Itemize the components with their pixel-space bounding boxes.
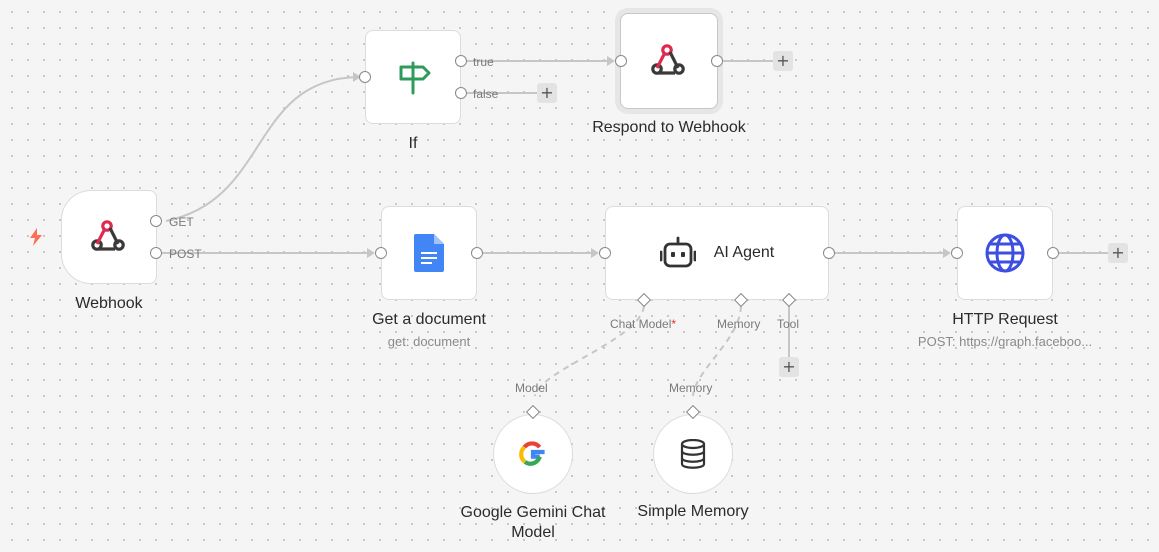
google-icon xyxy=(519,441,545,466)
if-node-title: If xyxy=(408,135,418,152)
respond-add-button[interactable]: + xyxy=(773,51,793,71)
http-request-input[interactable] xyxy=(951,247,963,259)
ai-agent-input[interactable] xyxy=(599,247,611,259)
ai-agent-memory-label: Memory xyxy=(717,317,761,331)
respond-input[interactable] xyxy=(615,55,627,67)
if-output-true[interactable] xyxy=(455,55,467,67)
webhook-node-title: Webhook xyxy=(75,295,143,312)
webhook-output-post[interactable] xyxy=(150,247,162,259)
http-request-node[interactable] xyxy=(957,206,1053,300)
respond-to-webhook-node[interactable] xyxy=(620,13,718,109)
ai-agent-tool-add-button[interactable]: + xyxy=(779,357,799,377)
respond-node-title: Respond to Webhook xyxy=(592,119,746,136)
if-output-false[interactable] xyxy=(455,87,467,99)
robot-icon xyxy=(659,236,696,268)
simple-memory-node[interactable] xyxy=(653,414,733,494)
http-request-subtitle: POST: https://graph.faceboo... xyxy=(917,334,1093,349)
ai-agent-tool-label: Tool xyxy=(777,317,800,331)
if-input[interactable] xyxy=(359,71,371,83)
webhook-node[interactable] xyxy=(61,190,157,284)
gemini-port-label: Model xyxy=(515,381,548,395)
memory-port-label: Memory xyxy=(669,381,713,395)
webhook-output-get[interactable] xyxy=(150,215,162,227)
if-output-false-label: false xyxy=(473,87,499,101)
signpost-icon xyxy=(399,61,431,95)
get-document-node[interactable] xyxy=(381,206,477,300)
google-docs-icon xyxy=(414,234,444,272)
webhook-output-get-label: GET xyxy=(169,215,194,229)
http-request-title: HTTP Request xyxy=(952,311,1058,328)
gemini-chat-model-node[interactable] xyxy=(493,414,573,494)
if-node[interactable] xyxy=(365,30,461,124)
globe-icon xyxy=(985,233,1025,273)
http-request-add-button[interactable]: + xyxy=(1108,243,1128,263)
ai-agent-node[interactable]: AI Agent xyxy=(605,206,829,300)
trigger-bolt-icon xyxy=(30,228,42,246)
respond-output[interactable] xyxy=(711,55,723,67)
ai-agent-output[interactable] xyxy=(823,247,835,259)
if-false-add-button[interactable]: + xyxy=(537,83,557,103)
webhook-icon xyxy=(651,44,685,75)
database-icon xyxy=(680,439,706,469)
get-document-input[interactable] xyxy=(375,247,387,259)
simple-memory-title: Simple Memory xyxy=(637,503,749,520)
get-document-output[interactable] xyxy=(471,247,483,259)
webhook-icon xyxy=(91,220,125,251)
gemini-title: Google Gemini Chat Model xyxy=(460,504,606,541)
webhook-output-post-label: POST xyxy=(169,247,202,261)
get-document-subtitle: get: document xyxy=(387,334,471,349)
get-document-title: Get a document xyxy=(372,311,486,328)
ai-agent-title: AI Agent xyxy=(713,244,775,261)
if-output-true-label: true xyxy=(473,55,494,69)
http-request-output[interactable] xyxy=(1047,247,1059,259)
required-marker: * xyxy=(671,317,677,331)
ai-agent-chat-model-label: Chat Model* xyxy=(610,317,677,331)
